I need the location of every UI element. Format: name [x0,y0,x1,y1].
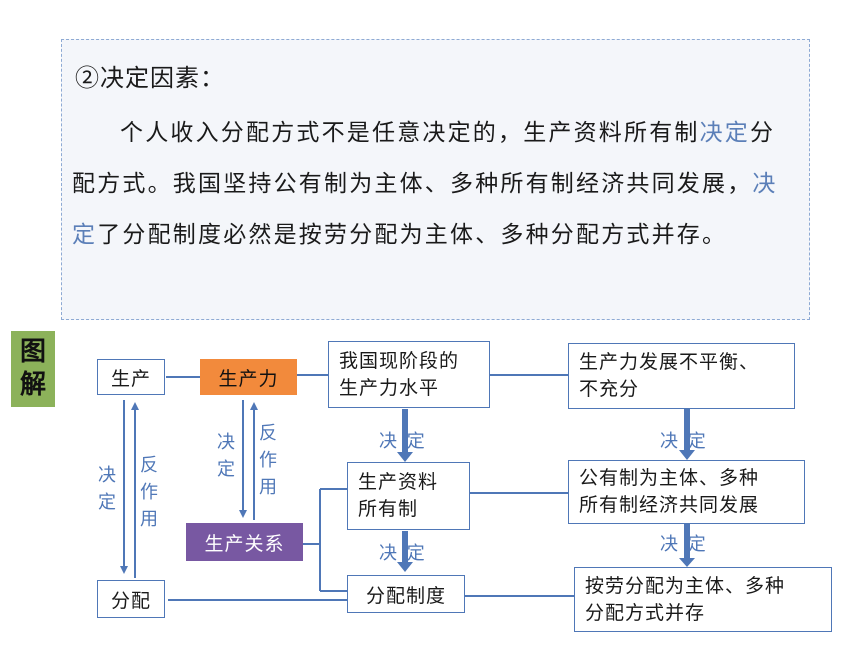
thick-arrows [397,409,695,572]
label-char: 反 [140,455,158,476]
node-means-ownership: 生产资料 所有制 [347,462,470,530]
badge-char: 解 [19,370,46,400]
node-label: 公有制为主体、多种 [579,467,760,489]
node-imbalance: 生产力发展不平衡、 不充分 [568,343,795,409]
node-production: 生产 [97,359,165,395]
label-decide-left: 决 定 [97,462,117,516]
explanation-panel: ②决定因素： 个人收入分配方式不是任意决定的，生产资料所有制决定分配方式。我国坚… [61,39,810,320]
label-char: 定 [217,459,235,480]
node-label: 生产 [110,367,151,390]
label-decide-mid: 决 定 [216,429,236,483]
label-char: 决 [98,465,116,486]
node-label: 按劳分配为主体、多种 [585,574,786,597]
node-productive-forces: 生产力 [200,359,297,395]
node-label: 不充分 [579,378,640,400]
node-label: 生产力 [218,367,279,390]
label-decide-2: 决 定 [379,543,427,564]
label-decide-3: 决 定 [660,431,708,452]
arrow-down-4 [679,524,695,567]
node-label: 分配制度 [365,584,446,607]
arrow-down-3 [679,409,695,460]
label-char: 定 [98,492,116,513]
arrow-down-2 [397,531,413,572]
label-decide-1: 决 定 [379,431,427,452]
node-relations-of-production: 生产关系 [186,523,303,561]
highlight-decide: 决定 [699,120,751,146]
node-label: 分配 [110,589,151,612]
node-label: 所有制 [358,498,419,520]
node-label: 分配方式并存 [585,601,706,624]
label-char: 用 [140,509,158,530]
label-char: 用 [259,477,277,498]
node-forces-level: 我国现阶段的 生产力水平 [328,341,490,408]
node-label: 生产关系 [204,532,285,555]
node-labor-distribution: 按劳分配为主体、多种 分配方式并存 [574,567,832,632]
node-label: 生产力水平 [339,376,440,399]
label-decide-4: 决 定 [660,534,708,555]
diagram-badge: 图 解 [11,331,55,407]
para-segment: 个人收入分配方式不是任意决定的，生产资料所有制 [120,120,700,146]
node-distribution-system: 分配制度 [347,575,465,613]
explanation-paragraph: 个人收入分配方式不是任意决定的，生产资料所有制决定分配方式。我国坚持公有制为主体… [72,108,797,261]
label-char: 反 [259,423,277,444]
node-public-ownership: 公有制为主体、多种 所有制经济共同发展 [568,460,805,524]
label-char: 作 [259,450,277,471]
node-label: 生产力发展不平衡、 [579,351,760,373]
label-counteract-left: 反 作 用 [139,452,159,533]
label-char: 决 [217,432,235,453]
label-char: 作 [140,482,158,503]
node-label: 生产资料 [358,471,439,493]
badge-char: 图 [19,337,46,367]
node-label: 所有制经济共同发展 [579,494,760,516]
node-distribution: 分配 [97,580,165,618]
section-heading: ②决定因素： [75,64,225,92]
highlight-decide: 决定 [72,171,778,248]
label-counteract-mid: 反 作 用 [258,420,278,501]
bracket-relations [303,488,347,592]
para-segment: 分配方式。我国坚持公有制为主体、多种所有制经济共同发展， [72,120,776,197]
para-segment: 了分配制度必然是按劳分配为主体、多种分配方式并存。 [97,222,728,248]
arrow-down-1 [397,409,413,462]
node-label: 我国现阶段的 [339,349,460,372]
